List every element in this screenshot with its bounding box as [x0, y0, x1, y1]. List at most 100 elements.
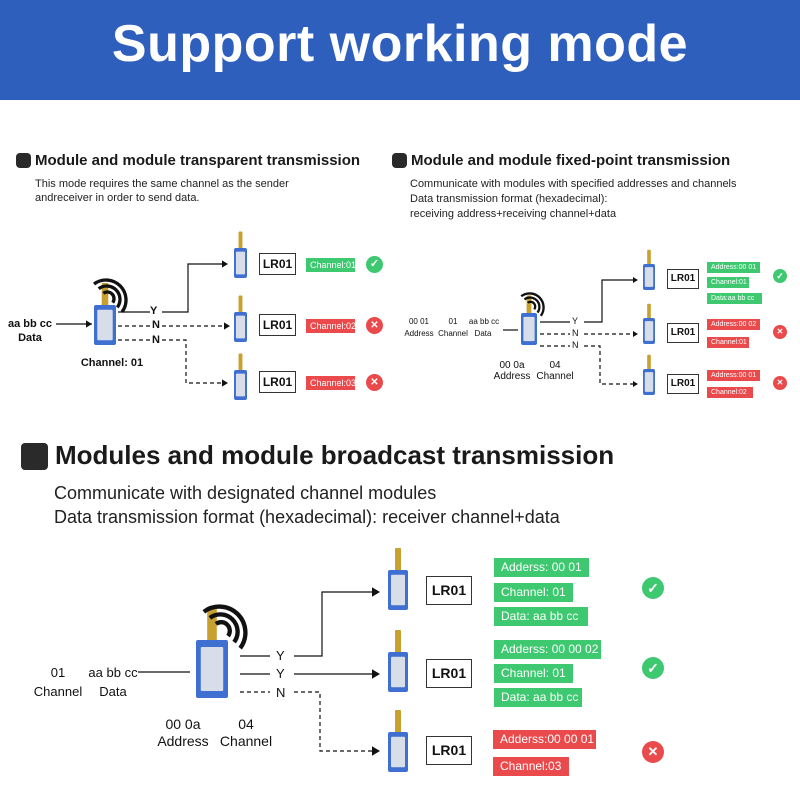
- radio-tower-icon: [16, 153, 31, 168]
- antenna-icon: [647, 249, 651, 266]
- fixed-desc-2: Data transmission format (hexadecimal):: [410, 193, 608, 205]
- wifi-signal-icon: [97, 284, 122, 309]
- antenna-icon: [647, 303, 651, 320]
- lr01-module-label: LR01: [259, 253, 296, 275]
- module-chip: [391, 736, 405, 768]
- transparent-desc-2: andreceiver in order to send data.: [35, 192, 200, 204]
- radio-tower-icon: [21, 443, 48, 470]
- broadcast-in-data-caption: Data: [99, 684, 127, 699]
- check-icon: ✓: [642, 577, 664, 599]
- branch-label: N: [152, 334, 160, 346]
- arrow-head: [372, 587, 380, 597]
- address-tag: Address:00 02: [707, 319, 760, 330]
- fixed-in-data-value: aa bb cc: [468, 317, 500, 326]
- data-tag: Data: aa bb cc: [494, 688, 582, 707]
- channel-tag: Channel:01: [707, 337, 749, 348]
- wifi-signal-icon: [527, 300, 537, 310]
- branch-label: Y: [276, 666, 285, 681]
- fixed-desc-3: receiving address+receiving channel+data: [410, 208, 617, 220]
- arrow-head: [222, 379, 228, 387]
- address-tag: Address:00 01: [707, 262, 760, 273]
- lr01-module-label: LR01: [426, 736, 472, 765]
- branch-label: N: [572, 328, 579, 338]
- branch-label: N: [572, 340, 579, 350]
- fixed-desc-1: Communicate with modules with specified …: [410, 178, 737, 190]
- branch-label: Y: [150, 305, 158, 317]
- lr01-module-label: LR01: [259, 314, 296, 336]
- lr01-module-label: LR01: [426, 659, 472, 688]
- lr01-module-label: LR01: [667, 269, 699, 289]
- channel-tag: Channel:01: [306, 258, 356, 272]
- branch-label: N: [152, 319, 160, 331]
- module-chip: [235, 251, 246, 275]
- channel-tag: Channel:03: [306, 376, 356, 390]
- check-icon: ✓: [642, 657, 664, 679]
- x-icon: ✕: [773, 325, 787, 339]
- branch-label: N: [276, 685, 286, 700]
- broadcast-title: Modules and module broadcast transmissio…: [55, 440, 615, 470]
- check-icon: ✓: [773, 269, 787, 283]
- wifi-signal-icon: [520, 292, 545, 317]
- connection-line: [294, 691, 376, 752]
- arrow-head: [372, 746, 380, 756]
- lr01-module-label: LR01: [667, 323, 699, 343]
- fixed-in-data-caption: Data: [474, 329, 492, 338]
- antenna-icon: [395, 630, 401, 654]
- connection-line: [162, 263, 226, 313]
- x-icon: ✕: [773, 376, 787, 390]
- arrow-head: [633, 331, 638, 337]
- broadcast-self-address-caption: Address: [157, 733, 209, 749]
- connection-line: [584, 345, 636, 385]
- address-tag: Address:00 01: [707, 370, 760, 381]
- connection-line: [584, 279, 636, 323]
- channel-tag: Channel: 01: [494, 664, 573, 683]
- fixed-in-channel-caption: Channel: [438, 329, 468, 338]
- radio-tower-icon: [392, 153, 407, 168]
- transparent-data-caption: Data: [18, 332, 42, 344]
- fixed-in-address-value: 00 01: [408, 317, 430, 326]
- page-title: Support working mode: [111, 15, 689, 73]
- wifi-signal-icon: [523, 296, 541, 314]
- wifi-signal-icon: [202, 604, 248, 650]
- arrow-head: [633, 381, 638, 387]
- fixed-in-channel-value: 01: [448, 317, 458, 326]
- fixed-self-channel-caption: Channel: [536, 371, 574, 382]
- antenna-icon: [647, 354, 651, 371]
- lr01-module-label: LR01: [426, 576, 472, 605]
- channel-tag: Channel: 01: [494, 583, 573, 602]
- x-icon: ✕: [642, 741, 664, 763]
- connection-line: [294, 591, 376, 657]
- broadcast-self-address-value: 00 0a: [165, 716, 201, 732]
- x-icon: ✕: [366, 317, 383, 334]
- wifi-signal-icon: [214, 620, 232, 638]
- broadcast-in-channel-value: 01: [50, 665, 66, 680]
- antenna-icon: [395, 548, 401, 572]
- lr01-module-label: LR01: [259, 371, 296, 393]
- data-tag: Data: aa bb cc: [494, 607, 588, 626]
- branch-label: Y: [276, 648, 285, 663]
- module-chip: [644, 372, 654, 392]
- channel-tag: Channel:02: [707, 387, 753, 398]
- fixed-self-address-value: 00 0a: [499, 360, 525, 371]
- antenna-icon: [238, 353, 243, 372]
- transparent-channel-label: Channel: 01: [80, 357, 144, 369]
- antenna-icon: [526, 295, 532, 315]
- fixed-title: Module and module fixed-point transmissi…: [411, 152, 731, 169]
- broadcast-self-channel-value: 04: [238, 716, 254, 732]
- broadcast-desc-2: Data transmission format (hexadecimal): …: [54, 507, 560, 527]
- channel-tag: Channel:01: [707, 277, 749, 288]
- lr01-module-label: LR01: [667, 374, 699, 394]
- address-tag: Adderss: 00 01: [494, 558, 589, 577]
- broadcast-self-channel-caption: Channel: [219, 733, 273, 749]
- connection-line: [162, 339, 226, 384]
- module-chip: [97, 309, 113, 341]
- fixed-self-channel-value: 04: [549, 360, 561, 371]
- module-chip: [235, 315, 246, 339]
- check-icon: ✓: [366, 256, 383, 273]
- address-tag: Adderss:00 00 01: [493, 730, 596, 749]
- wifi-signal-icon: [102, 290, 116, 304]
- fixed-self-address-caption: Address: [493, 371, 531, 382]
- antenna-icon: [238, 295, 243, 314]
- module-chip: [200, 646, 224, 692]
- channel-tag: Channel:02: [306, 319, 356, 333]
